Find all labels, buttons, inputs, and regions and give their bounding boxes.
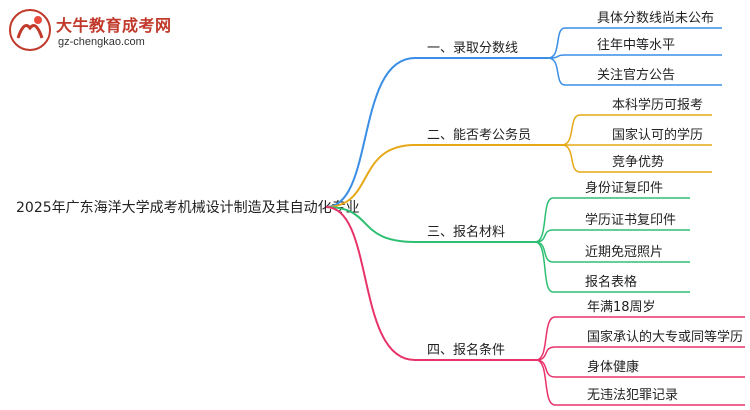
subtopic[interactable]: 关注官方公告 [597, 67, 675, 83]
branch-topic[interactable]: 二、能否考公务员 [427, 127, 531, 143]
subtopic[interactable]: 无违法犯罪记录 [587, 388, 678, 403]
subtopic-connector [547, 57, 566, 86]
subtopic-connector [535, 359, 556, 406]
branch-connector [325, 144, 416, 208]
subtopic[interactable]: 年满18周岁 [587, 300, 656, 315]
branch-topic[interactable]: 一、录取分数线 [427, 41, 518, 56]
subtopic[interactable]: 本科学历可报考 [612, 97, 703, 113]
subtopic[interactable]: 身体健康 [587, 359, 639, 375]
subtopic[interactable]: 报名表格 [585, 274, 637, 290]
subtopic-connector [534, 229, 554, 243]
subtopic[interactable]: 国家认可的学历 [612, 127, 703, 143]
branch-topic[interactable]: 四、报名条件 [427, 342, 505, 358]
subtopic-connector [561, 144, 581, 173]
subtopic[interactable]: 具体分数线尚未公布 [597, 11, 714, 26]
subtopic[interactable]: 国家承认的大专或同等学历 [587, 329, 743, 345]
subtopic-connector [561, 114, 581, 146]
subtopic-connector [547, 27, 566, 59]
branch-connector [325, 57, 416, 208]
logo-icon [9, 9, 51, 51]
logo-url: gz-chengkao.com [58, 36, 145, 48]
subtopic-connector [534, 197, 554, 243]
subtopic-connector [547, 54, 566, 59]
subtopic-connector [535, 316, 556, 361]
subtopic-connector [535, 359, 556, 378]
subtopic[interactable]: 学历证书复印件 [585, 212, 676, 228]
root-topic[interactable]: 2025年广东海洋大学成考机械设计制造及其自动化专业 [16, 200, 360, 216]
branch-connector [325, 206, 416, 243]
subtopic[interactable]: 往年中等水平 [597, 37, 675, 53]
subtopic[interactable]: 身份证复印件 [585, 180, 663, 196]
branch-topic[interactable]: 三、报名材料 [427, 224, 505, 240]
subtopic[interactable]: 竞争优势 [612, 154, 664, 170]
logo-title: 大牛教育成考网 [56, 16, 172, 35]
subtopic[interactable]: 近期免冠照片 [585, 245, 663, 260]
subtopic-connector [534, 241, 554, 293]
subtopic-connector [535, 346, 556, 361]
site-logo[interactable]: 大牛教育成考网 gz-chengkao.com [8, 8, 228, 58]
branch-connector [325, 206, 416, 361]
